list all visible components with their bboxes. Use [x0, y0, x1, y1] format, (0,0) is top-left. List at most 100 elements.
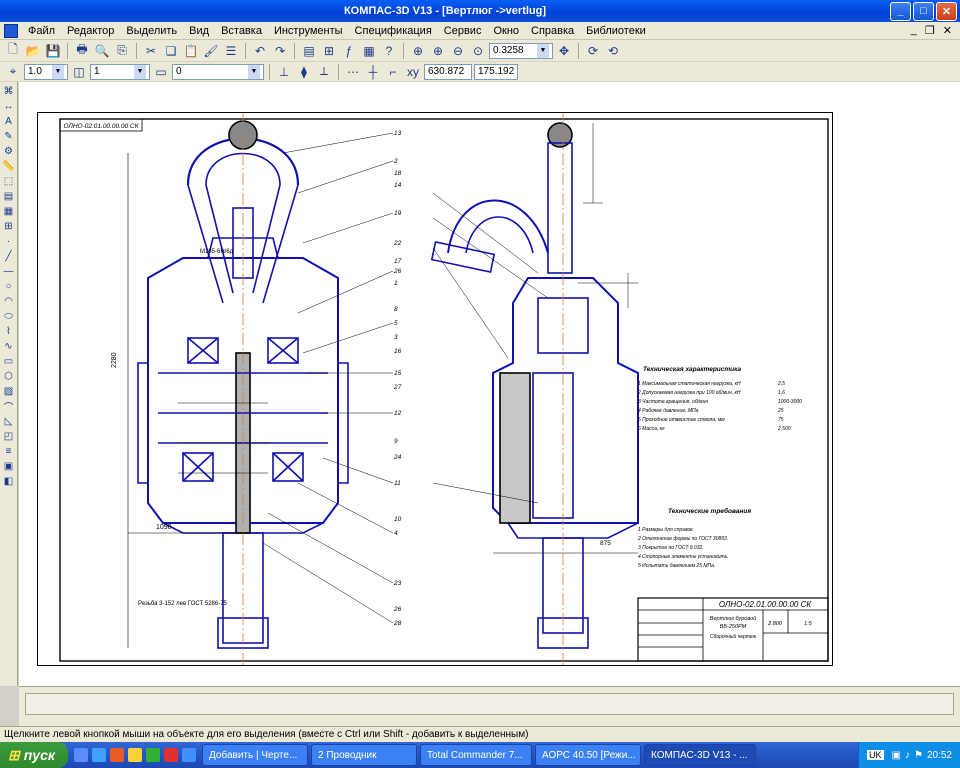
notation-icon[interactable]: A — [5, 115, 12, 127]
open-file-icon[interactable]: 📂 — [25, 43, 41, 58]
rectangle-icon[interactable]: ▭ — [3, 355, 14, 367]
chamfer-icon[interactable]: ◺ — [4, 415, 13, 427]
menu-window[interactable]: Окно — [493, 24, 520, 37]
opera-icon[interactable] — [164, 748, 178, 762]
zoom-all-icon[interactable]: ⊙ — [472, 43, 484, 58]
task-aopc[interactable]: АОРС 40.50 [Режи... — [535, 744, 641, 766]
flag-icon[interactable]: ⚑ — [914, 749, 923, 761]
copy-icon[interactable]: ❏ — [165, 43, 177, 58]
measure-icon[interactable]: 📏 — [2, 160, 15, 172]
select-icon[interactable]: ⬚ — [3, 175, 14, 187]
menu-specification[interactable]: Спецификация — [354, 24, 432, 37]
minimize-button[interactable]: _ — [890, 1, 911, 21]
redraw-icon[interactable]: ⟲ — [607, 43, 619, 58]
chevron-down-icon[interactable]: ▼ — [52, 64, 64, 79]
drawing-canvas[interactable]: ОЛНО-02.01.00.00.00 СК — [19, 82, 960, 686]
edit-icon[interactable]: ✎ — [4, 130, 13, 142]
language-indicator[interactable]: UK — [867, 750, 884, 760]
hatch-icon[interactable]: ▨ — [3, 385, 14, 397]
style-field[interactable]: 0 ▼ — [172, 63, 264, 80]
ellipse-icon[interactable]: ⬭ — [4, 310, 13, 322]
task-explorer[interactable]: 2 Проводник — [311, 744, 417, 766]
circle-icon[interactable]: ○ — [5, 280, 12, 292]
task-total-commander[interactable]: Total Commander 7... — [420, 744, 532, 766]
menu-select[interactable]: Выделить — [126, 24, 178, 37]
layer-field[interactable]: 1 ▼ — [90, 63, 150, 80]
grid-icon[interactable]: ▦ — [363, 43, 375, 58]
menu-edit[interactable]: Редактор — [67, 24, 115, 37]
firefox-icon[interactable] — [110, 748, 124, 762]
grid-dots-icon[interactable]: ⋯ — [347, 64, 359, 79]
new-file-icon[interactable]: 🗋 — [8, 42, 18, 56]
redo-icon[interactable]: ↷ — [274, 43, 286, 58]
ortho-mode-icon[interactable]: ┼ — [368, 64, 378, 79]
segment-icon[interactable]: — — [3, 265, 14, 277]
coord-y-field[interactable]: 175.192 — [474, 63, 518, 80]
chrome-icon[interactable] — [182, 748, 196, 762]
help-cursor-icon[interactable]: ? — [385, 43, 393, 58]
task-kompas[interactable]: КОМПАС-3D V13 - ... — [644, 744, 756, 766]
ie-icon[interactable] — [92, 748, 106, 762]
menu-file[interactable]: Файл — [28, 24, 56, 37]
dimensions-icon[interactable]: ↔ — [3, 100, 14, 112]
menu-insert[interactable]: Вставка — [221, 24, 262, 37]
desktop-icon[interactable] — [74, 748, 88, 762]
doc-minimize-icon[interactable]: _ — [910, 24, 917, 36]
macro-icon[interactable]: ▣ — [3, 460, 14, 472]
step-cursor-icon[interactable]: ⌖ — [9, 64, 17, 78]
style-icon[interactable]: ▭ — [155, 64, 167, 79]
network-icon[interactable]: ▣ — [891, 749, 901, 761]
manager-icon[interactable]: ▤ — [303, 43, 315, 58]
title-bar[interactable]: КОМПАС-3D V13 - [Вертлюг ->vertlug] _ □ … — [0, 0, 960, 22]
zoom-level-field[interactable]: 0.3258 ▼ — [489, 42, 553, 59]
close-button[interactable]: ✕ — [936, 1, 957, 21]
zoom-out-icon[interactable]: ⊖ — [452, 43, 464, 58]
undo-icon[interactable]: ↶ — [254, 43, 266, 58]
pan-icon[interactable]: ✥ — [558, 43, 570, 58]
maximize-button[interactable]: □ — [913, 1, 934, 21]
task-add-drawing[interactable]: Добавить | Черте... — [202, 744, 308, 766]
folder-icon[interactable] — [128, 748, 142, 762]
chevron-down-icon[interactable]: ▼ — [134, 64, 146, 79]
menu-service[interactable]: Сервис — [443, 24, 482, 37]
function-icon[interactable]: ƒ — [345, 43, 353, 58]
fillet-icon[interactable]: ⌒ — [3, 402, 14, 414]
properties-icon[interactable]: ☰ — [225, 43, 237, 58]
line-icon[interactable]: ╱ — [5, 250, 12, 262]
chevron-down-icon[interactable]: ▼ — [248, 64, 260, 79]
polygon-icon[interactable]: ⬡ — [4, 370, 13, 382]
equidistant-icon[interactable]: ≡ — [5, 445, 12, 457]
doc-restore-icon[interactable]: ❐ — [924, 25, 935, 37]
orthogonal-icon[interactable]: ⊥ — [278, 64, 290, 79]
copy-props-icon[interactable]: ⎘ — [117, 43, 127, 57]
paste-icon[interactable]: 📋 — [183, 43, 199, 58]
local-cs-icon[interactable]: ⟂ — [319, 64, 328, 78]
cut-icon[interactable]: ✂ — [145, 43, 157, 58]
variables-icon[interactable]: ⊞ — [323, 43, 335, 58]
chevron-down-icon[interactable]: ▼ — [537, 43, 549, 58]
app-quick-icon[interactable] — [146, 748, 160, 762]
polyline-icon[interactable]: ⌇ — [6, 325, 11, 337]
step-field[interactable]: 1.0 ▼ — [24, 63, 68, 80]
insert-icon[interactable]: ⊞ — [4, 220, 13, 232]
spline-icon[interactable]: ∿ — [4, 340, 13, 352]
menu-libraries[interactable]: Библиотеки — [586, 24, 646, 37]
preview-icon[interactable]: 🔍 — [94, 43, 110, 58]
save-icon[interactable]: 💾 — [45, 43, 61, 58]
contour-icon[interactable]: ◰ — [3, 430, 14, 442]
geometry-icon[interactable]: ⌘ — [3, 85, 14, 97]
snap-icon[interactable]: ⧫ — [301, 64, 307, 79]
arc-icon[interactable]: ◠ — [4, 295, 13, 307]
round-icon[interactable]: ⌐ — [389, 64, 397, 79]
format-icon[interactable]: 🖌 — [203, 43, 219, 58]
xy-icon[interactable]: xy — [407, 64, 419, 79]
menu-tools[interactable]: Инструменты — [273, 24, 343, 37]
zoom-in-icon[interactable]: ⊕ — [432, 43, 444, 58]
params-icon[interactable]: ⚙ — [4, 145, 13, 157]
start-button[interactable]: ⊞ пуск — [0, 742, 68, 768]
fragment-icon[interactable]: ◧ — [3, 475, 14, 487]
doc-close-icon[interactable]: ✕ — [942, 25, 952, 37]
properties-content[interactable] — [25, 693, 954, 715]
menu-view[interactable]: Вид — [189, 24, 210, 37]
point-icon[interactable]: · — [6, 235, 11, 247]
